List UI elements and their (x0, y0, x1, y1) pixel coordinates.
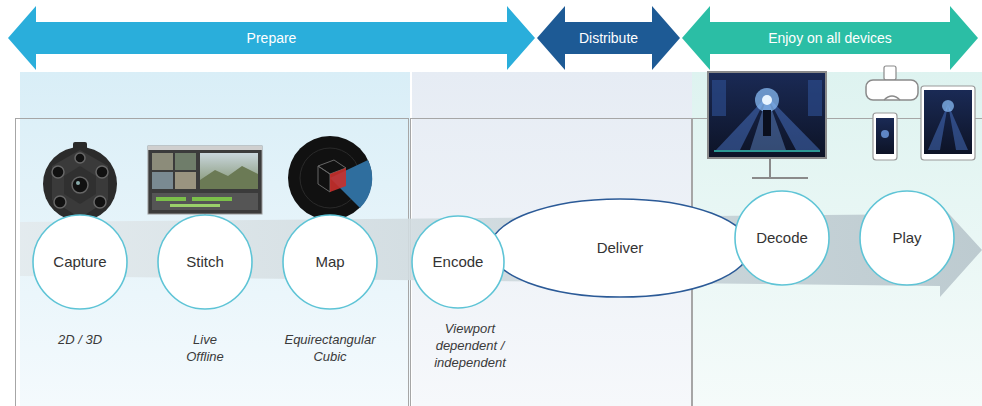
step-label: Map (315, 253, 344, 271)
circle-outline (860, 191, 954, 285)
double-arrow (8, 6, 535, 70)
panel-outlines (16, 119, 982, 406)
step-circle: Decode (734, 190, 830, 286)
double-arrow (537, 6, 680, 70)
phase-label: Enjoy on all devices (768, 30, 892, 47)
phase-label: Distribute (579, 30, 638, 47)
ellipse-outline (490, 199, 750, 297)
phase-arrow: Enjoy on all devices (682, 6, 978, 70)
double-arrow (682, 6, 978, 70)
step-label: Decode (756, 229, 808, 247)
circle-outline (33, 215, 127, 309)
step-label: Deliver (597, 239, 644, 257)
caption-note: Live Offline (177, 331, 233, 365)
circle-outline (412, 216, 504, 308)
phase-arrow: Prepare (8, 6, 535, 70)
camera-rig-illustration (43, 142, 117, 221)
step-circle: Encode (411, 215, 505, 309)
step-circle: Map (282, 214, 378, 310)
sphere-map-icon (288, 136, 372, 220)
step-circle: Capture (32, 214, 128, 310)
caption-note: 2D / 3D (35, 331, 125, 348)
step-label: Encode (433, 253, 484, 271)
caption-note: Equirectangular Cubic (270, 331, 390, 365)
circle-outline (283, 215, 377, 309)
step-label: Play (892, 229, 921, 247)
step-circle: Play (859, 190, 955, 286)
panel-outline (16, 119, 409, 406)
monitor-illustration (708, 72, 826, 178)
prepare-panel (20, 72, 410, 406)
caption-note: Viewport dependent / independent (428, 320, 512, 371)
step-label: Stitch (186, 253, 224, 271)
phone-illustration (873, 113, 897, 160)
phase-label: Prepare (247, 30, 297, 47)
phase-arrow: Distribute (537, 6, 680, 70)
step-label: Capture (53, 253, 106, 271)
stage-panels (20, 72, 982, 406)
step-circle: Stitch (157, 214, 253, 310)
tablet-illustration (921, 86, 975, 160)
deliver-ellipse: Deliver (489, 198, 751, 298)
vr-headset-illustration (866, 66, 918, 100)
circle-outline (735, 191, 829, 285)
circle-outline (158, 215, 252, 309)
